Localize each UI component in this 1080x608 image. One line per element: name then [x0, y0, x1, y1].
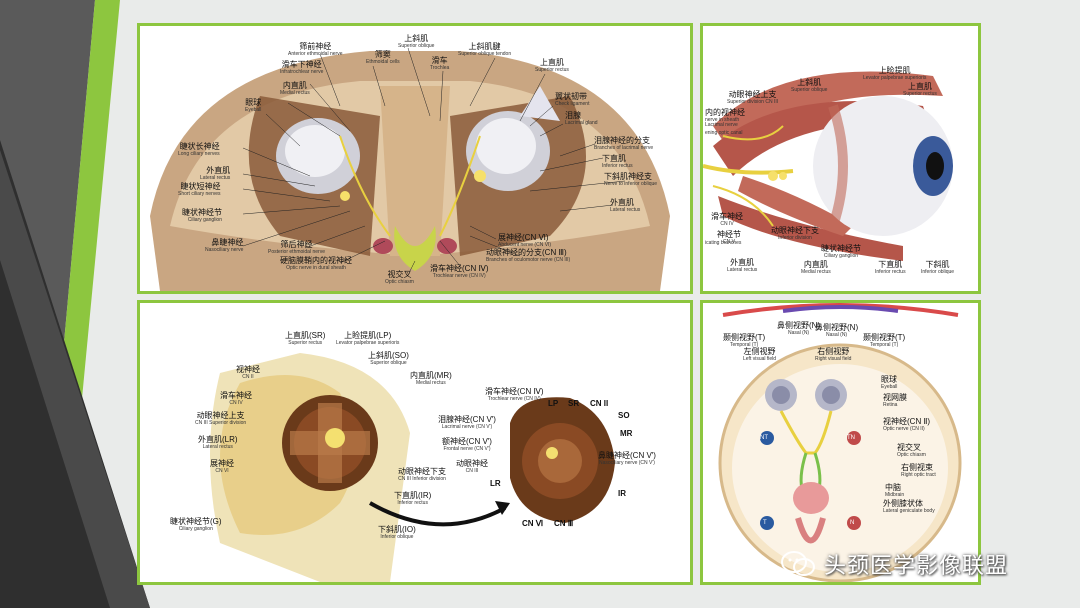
abbrev-lp: LP — [548, 399, 558, 408]
mark-tn: TN — [847, 434, 855, 443]
label-inferior-oblique-io: 下斜肌(IO)Inferior oblique — [378, 525, 416, 540]
label-ciliary-ganglion-g: 睫状神经节(G)Ciliary ganglion — [170, 517, 222, 532]
label-levator-lp: 上睑提肌(LP)Levator palpebrae superioris — [336, 331, 399, 346]
label-branches-oculomotor-nerve: 动眼神经的分支(CN Ⅲ)Branches of oculomotor nerv… — [486, 248, 570, 263]
label-superior-oblique-so: 上斜肌(SO)Superior oblique — [368, 351, 409, 366]
label-lacrimal-nerve: Lacrimal nerve — [705, 122, 738, 128]
mark-nt: NT — [760, 434, 768, 443]
abbrev-ir: IR — [618, 489, 626, 498]
abbrev-cn3: CN Ⅲ — [554, 519, 573, 528]
label-trochlear-nerve-cn4: 滑车神经(CN Ⅳ)Trochlear nerve (CN IV) — [485, 387, 544, 402]
abbrev-cn6: CN Ⅵ — [522, 519, 543, 528]
label-lacrimal-nerve-cn5: 泪腺神经(CN V′)Lacrimal nerve (CN V′) — [438, 415, 496, 430]
label-communicating-branches: icating branches — [705, 240, 741, 246]
label-lateral-rectus-lr: 外直肌(LR)Lateral rectus — [198, 435, 238, 450]
watermark: 头颈医学影像联盟 — [780, 544, 1008, 584]
label-medial-rectus-mr: 内直肌(MR)Medial rectus — [410, 371, 452, 386]
abbrev-sr: SR — [568, 399, 579, 408]
label-optic-nerve: 视神经(CN Ⅱ)Optic nerve (CN II) — [883, 417, 930, 432]
label-nasal-field-right: 鼻侧视野(N)Nasal (N) — [815, 323, 858, 338]
label-temporal-field-left: 颞侧视野(T)Temporal (T) — [723, 333, 765, 348]
label-abducent-nerve: 展神经(CN Ⅵ)Abducent nerve (CN VI) — [498, 233, 551, 248]
wechat-icon — [780, 550, 816, 578]
panel-orbital-apex: 上直肌(SR)Superior rectus 上睑提肌(LP)Levator p… — [137, 300, 693, 585]
label-superior-rectus-sr: 上直肌(SR)Superior rectus — [285, 331, 325, 346]
label-opening-optic-canal: ening optic canal — [705, 130, 743, 136]
label-temporal-field-right: 颞侧视野(T)Temporal (T) — [863, 333, 905, 348]
mark-t: T — [763, 519, 767, 528]
abbrev-cn2: CN II — [590, 399, 608, 408]
label-nasociliary-nerve-cn5: 鼻睫神经(CN V′)Nasociliary nerve (CN V′) — [598, 451, 656, 466]
label-nasal-field-left: 鼻侧视野(N)Nasal (N) — [777, 321, 820, 336]
label-trochlear-nerve: 滑车神经(CN Ⅳ)Trochlear nerve (CN IV) — [430, 264, 489, 279]
abbrev-so: SO — [618, 411, 630, 420]
watermark-text: 头颈医学影像联盟 — [824, 548, 1008, 580]
abbrev-mr: MR — [620, 429, 632, 438]
abbrev-lr: LR — [490, 479, 501, 488]
mark-n: N — [850, 519, 854, 528]
label-frontal-nerve-cn5: 额神经(CN V′)Frontal nerve (CN V′) — [442, 437, 492, 452]
panel-visual-pathway: 鼻侧视野(N)Nasal (N) 鼻侧视野(N)Nasal (N) 颞侧视野(T… — [700, 300, 981, 585]
label-inferior-rectus-ir: 下直肌(IR)Inferior rectus — [394, 491, 431, 506]
